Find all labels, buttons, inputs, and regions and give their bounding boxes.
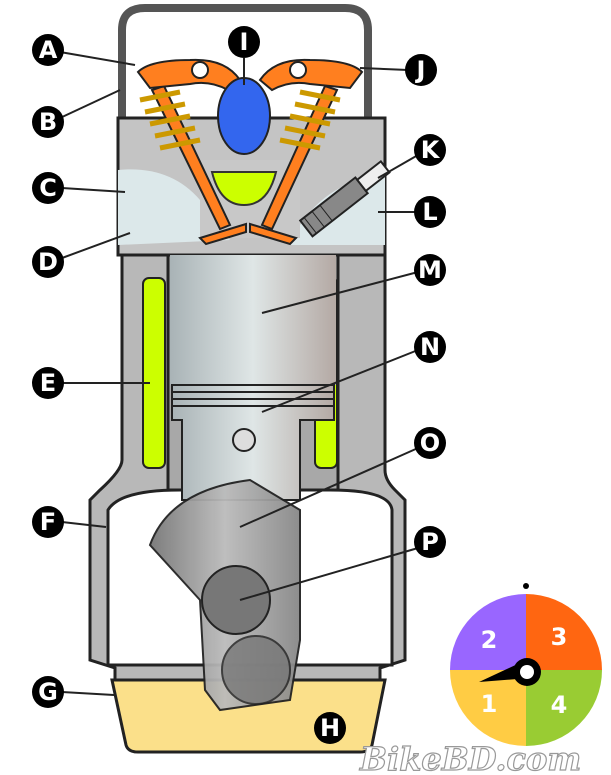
- svg-text:1: 1: [481, 690, 498, 718]
- valve-springs: [139, 89, 341, 151]
- svg-text:P: P: [421, 528, 439, 556]
- svg-text:H: H: [320, 714, 340, 742]
- part-label-p: P: [414, 526, 446, 558]
- svg-text:2: 2: [481, 626, 498, 654]
- svg-text:A: A: [39, 36, 58, 64]
- dial-segment-2: [450, 594, 526, 670]
- svg-text:K: K: [421, 136, 441, 164]
- part-label-o: O: [414, 427, 446, 459]
- crankshaft: [221, 635, 291, 705]
- part-label-a: A: [32, 34, 64, 66]
- part-label-f: F: [32, 506, 64, 538]
- watermark: BikeBD.com: [359, 740, 581, 775]
- dial-marker: [523, 583, 529, 589]
- part-label-j: J: [405, 54, 437, 86]
- head-coolant: [210, 171, 278, 207]
- svg-text:N: N: [420, 333, 440, 361]
- svg-text:3: 3: [551, 623, 568, 651]
- svg-text:G: G: [38, 678, 58, 706]
- spark-plug: [298, 159, 391, 238]
- coolant-jacket-left: [142, 277, 166, 469]
- svg-text:I: I: [240, 28, 249, 56]
- svg-text:E: E: [40, 369, 56, 397]
- svg-text:M: M: [418, 256, 442, 284]
- part-label-l: L: [414, 196, 446, 228]
- svg-text:D: D: [38, 248, 58, 276]
- valve-cover: [118, 4, 372, 118]
- part-label-m: M: [414, 254, 446, 286]
- dial-segment-4: [526, 670, 602, 746]
- dial-segment-1: [450, 670, 526, 746]
- svg-text:F: F: [40, 508, 56, 536]
- crank-pin: [201, 565, 271, 635]
- part-label-d: D: [32, 246, 64, 278]
- part-label-b: B: [32, 106, 64, 138]
- svg-text:J: J: [415, 56, 426, 84]
- part-label-g: G: [32, 676, 64, 708]
- part-label-i: I: [228, 26, 260, 58]
- svg-text:4: 4: [551, 691, 568, 719]
- svg-text:O: O: [420, 429, 440, 457]
- part-label-e: E: [32, 367, 64, 399]
- wrist-pin: [232, 428, 256, 452]
- part-label-k: K: [414, 134, 446, 166]
- svg-text:C: C: [39, 174, 57, 202]
- part-label-c: C: [32, 172, 64, 204]
- rocker-arm-left: [136, 58, 242, 92]
- part-label-n: N: [414, 331, 446, 363]
- camshaft-lobe: [217, 77, 271, 155]
- leader-lines: [59, 51, 419, 696]
- svg-text:B: B: [39, 108, 57, 136]
- stroke-dial: 2 3 1 4: [450, 583, 602, 746]
- svg-text:L: L: [422, 198, 437, 226]
- part-label-h: H: [314, 712, 346, 744]
- rocker-arm-right: [258, 58, 364, 92]
- dial-segment-3: [526, 594, 602, 670]
